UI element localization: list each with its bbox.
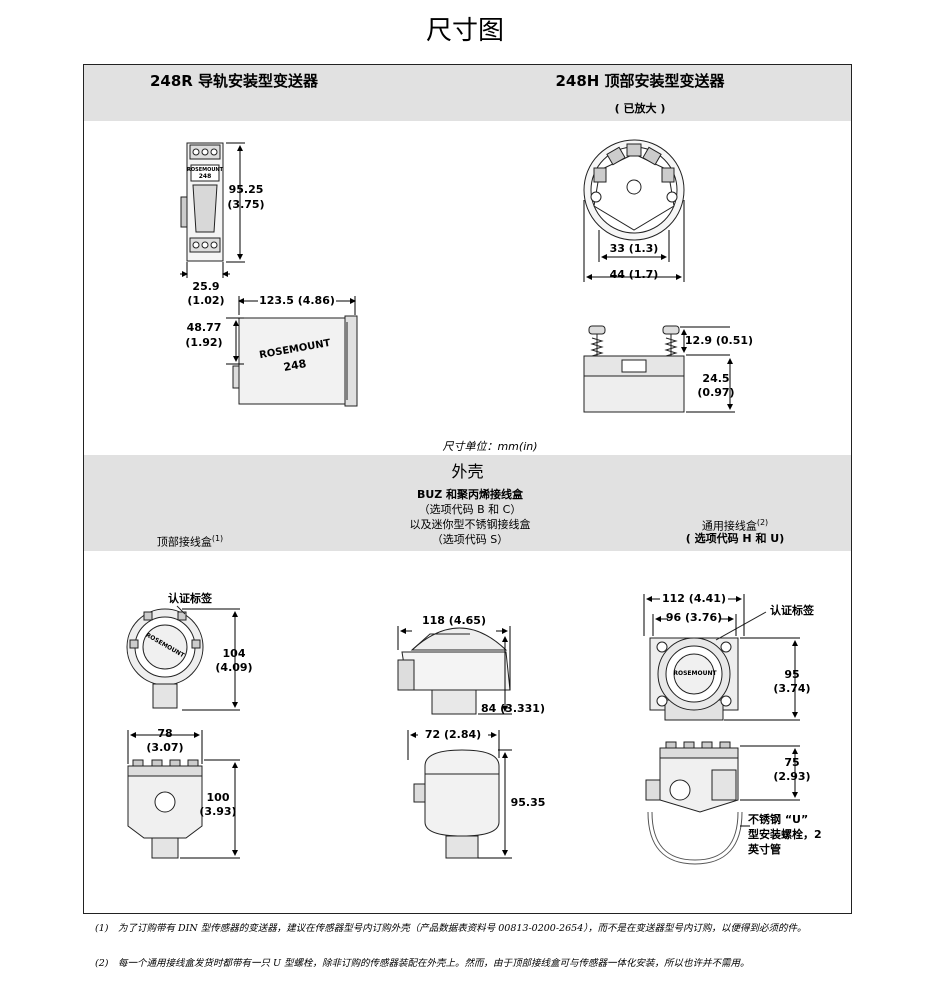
c1-side-view — [127, 759, 203, 859]
rail-depth-dim: 123.5 (4.86) — [259, 294, 335, 307]
c2-h-dim: 84 (3.331) — [481, 702, 545, 715]
col2-label-1: BUZ 和聚丙烯接线盒 — [416, 488, 524, 501]
head-side-view — [583, 325, 685, 413]
c3-side-view — [645, 741, 743, 865]
col3-label-1: 通用接线盒(2) — [701, 518, 769, 533]
diagram-frame — [83, 64, 852, 914]
c1-width-dimension — [127, 730, 203, 764]
c3-h2-dim-mm: 75 — [784, 756, 800, 769]
housing-header-band — [84, 455, 851, 551]
head-spring-dim: 12.9 (0.51) — [684, 334, 754, 347]
c3-width-dimension — [643, 594, 745, 636]
c1-h-dim-mm: 104 — [222, 647, 246, 660]
c1-w-dim-in: (3.07) — [146, 741, 184, 754]
c1-w-dim-mm: 78 — [157, 727, 173, 740]
head-spring-dimension — [680, 326, 730, 356]
rail-height-dimension — [226, 142, 245, 263]
head-height-dim-mm: 24.5 — [702, 372, 730, 385]
c3-h-dim-in: (3.74) — [773, 682, 811, 695]
rail-front-brand: ROSEMOUNT — [187, 167, 223, 173]
col2-label-3: 以及迷你型不锈钢接线盒 — [409, 518, 531, 531]
c2-lower-view — [413, 749, 500, 859]
footnote-2-text: 每一个通用接线盒发货时都带有一只 U 型螺栓，除非订购的传感器装配在外壳上。然而… — [118, 958, 750, 969]
col2-label-4: （选项代码 S） — [431, 533, 509, 546]
c1-top-view — [126, 605, 204, 709]
c3-top-view — [649, 611, 767, 721]
footnote-1-num: (1) — [95, 923, 109, 934]
head-height-dimension — [686, 358, 735, 413]
units-label: 尺寸单位：mm(in) — [442, 440, 538, 453]
c1-h-dim-in: (4.09) — [215, 661, 253, 674]
c3-height-dimension — [724, 637, 800, 721]
page-title: 尺寸图 — [425, 16, 504, 46]
c3-w-dim: 112 (4.41) — [662, 592, 726, 605]
c3-bolt-line-1: 不锈钢 “U” — [748, 813, 809, 826]
c2-width2-dimension — [407, 730, 500, 760]
col1-label: 顶部接线盒(1) — [156, 534, 224, 549]
rail-width-dim-in: (1.02) — [187, 294, 225, 307]
c2-width-dimension — [397, 626, 511, 690]
c3-h-dim-mm: 95 — [784, 668, 800, 681]
c2-side-view — [397, 627, 511, 715]
head-inner-dim: 33 (1.3) — [609, 242, 659, 255]
c3-w2-dim: 96 (3.76) — [665, 611, 723, 624]
head-inner-dimension — [598, 230, 670, 262]
c1-height-dimension — [182, 608, 240, 711]
c3-h2-dim-in: (2.93) — [773, 770, 811, 783]
c1-h2-dim-in: (3.93) — [199, 805, 237, 818]
footnote-1-text: 为了订购带有 DIN 型传感器的变送器，建议在传感器型号内订购外壳（产品数据表资… — [118, 923, 807, 934]
c2-h2-dim: 95.35 — [510, 796, 546, 809]
col2-label-2: （选项代码 B 和 C） — [418, 503, 522, 516]
head-top-view — [583, 139, 685, 241]
rail-side-dimension — [226, 317, 244, 365]
top-header-band — [84, 65, 851, 121]
head-title: 248H 顶部安装型变送器 — [555, 72, 725, 90]
c3-cert-label: 认证标签 — [770, 604, 814, 617]
c1-h2-dim-mm: 100 — [206, 791, 230, 804]
housing-title: 外壳 — [451, 462, 484, 481]
c2-w-dim: 118 (4.65) — [422, 614, 486, 627]
c3-bolt-line-2: 型安装螺栓，2 — [748, 828, 822, 841]
c3-bolt-note: 不锈钢 “U” 型安装螺栓，2 英寸管 — [748, 812, 844, 857]
rail-width-dimension — [180, 262, 230, 278]
col3-label-2: ( 选项代码 H 和 U) — [685, 532, 785, 545]
rail-width-dim-mm: 25.9 — [192, 280, 220, 293]
c3-bolt-line-3: 英寸管 — [748, 843, 781, 856]
head-subtitle: ( 已放大 ) — [614, 102, 666, 115]
head-outer-dim: 44 (1.7) — [609, 268, 659, 281]
head-outer-dimension — [583, 200, 685, 282]
c2-w2-dim: 72 (2.84) — [424, 728, 482, 741]
rail-side-dim-mm: 48.77 — [186, 321, 222, 334]
c1-cert-label: 认证标签 — [168, 592, 212, 605]
rail-height-dim-mm: 95.25 — [228, 183, 264, 196]
c1-height2-dimension — [180, 759, 240, 859]
rail-height-dim-in: (3.75) — [227, 198, 265, 211]
rail-front-model: 248 — [198, 173, 212, 180]
rail-front-view — [180, 142, 224, 262]
rail-side-dim-in: (1.92) — [185, 336, 223, 349]
rail-depth-dimension — [238, 296, 356, 315]
c3-height2-dimension — [740, 745, 800, 801]
c3-brand: ROSEMOUNT — [673, 670, 717, 677]
rail-title: 248R 导轨安装型变送器 — [149, 72, 319, 90]
c2-height-dimension — [478, 636, 512, 715]
footnote-2-num: (2) — [95, 958, 109, 969]
c3-width2-dimension — [652, 614, 737, 636]
head-height-dim-in: (0.97) — [697, 386, 735, 399]
c2-height2-dimension — [478, 749, 512, 859]
rail-side-view — [232, 315, 358, 407]
